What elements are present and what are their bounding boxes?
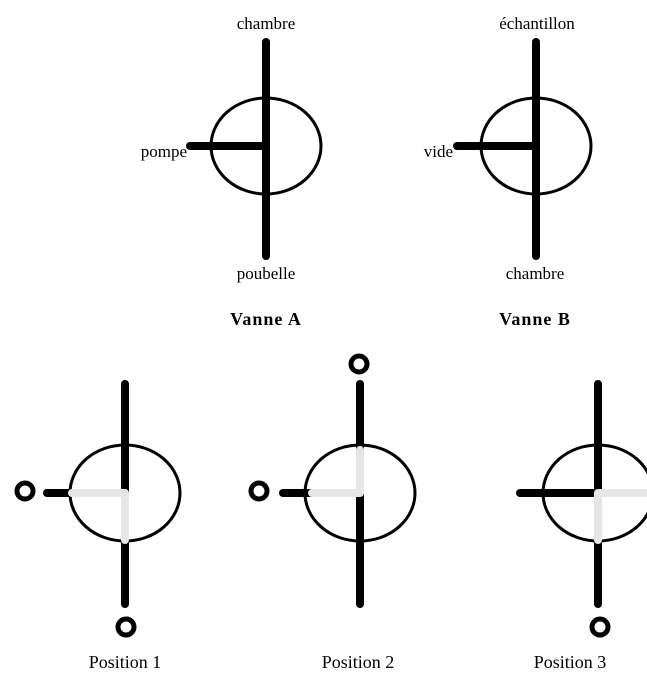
position-1: Position 1 (14, 380, 182, 672)
position-3-port-bottom (589, 616, 611, 638)
position-2-caption: Position 2 (322, 652, 395, 672)
position-3-caption: Position 3 (534, 652, 607, 672)
valve-a-label-left: pompe (141, 142, 187, 161)
valve-b-label-bottom: chambre (506, 264, 565, 283)
position-1-port-left (14, 480, 36, 502)
valve-b-label-top: échantillon (499, 14, 575, 33)
position-2-flow-path (308, 446, 364, 497)
position-2-port-top (348, 353, 370, 375)
position-2-port-left (248, 480, 270, 502)
valve-a: chambre pompe poubelle Vanne A (141, 14, 323, 329)
position-1-port-bottom (115, 616, 137, 638)
valve-b: échantillon vide chambre Vanne B (424, 14, 593, 329)
position-1-caption: Position 1 (89, 652, 162, 672)
valve-a-label-bottom: poubelle (237, 264, 296, 283)
valve-a-label-top: chambre (237, 14, 296, 33)
valve-b-title: Vanne B (499, 309, 571, 329)
position-1-flow-path (68, 489, 129, 544)
position-3: Position 3 (516, 380, 647, 672)
position-2: Position 2 (248, 353, 417, 672)
position-3-flow-path (594, 489, 647, 544)
valve-a-title: Vanne A (230, 309, 302, 329)
valve-b-label-left: vide (424, 142, 453, 161)
